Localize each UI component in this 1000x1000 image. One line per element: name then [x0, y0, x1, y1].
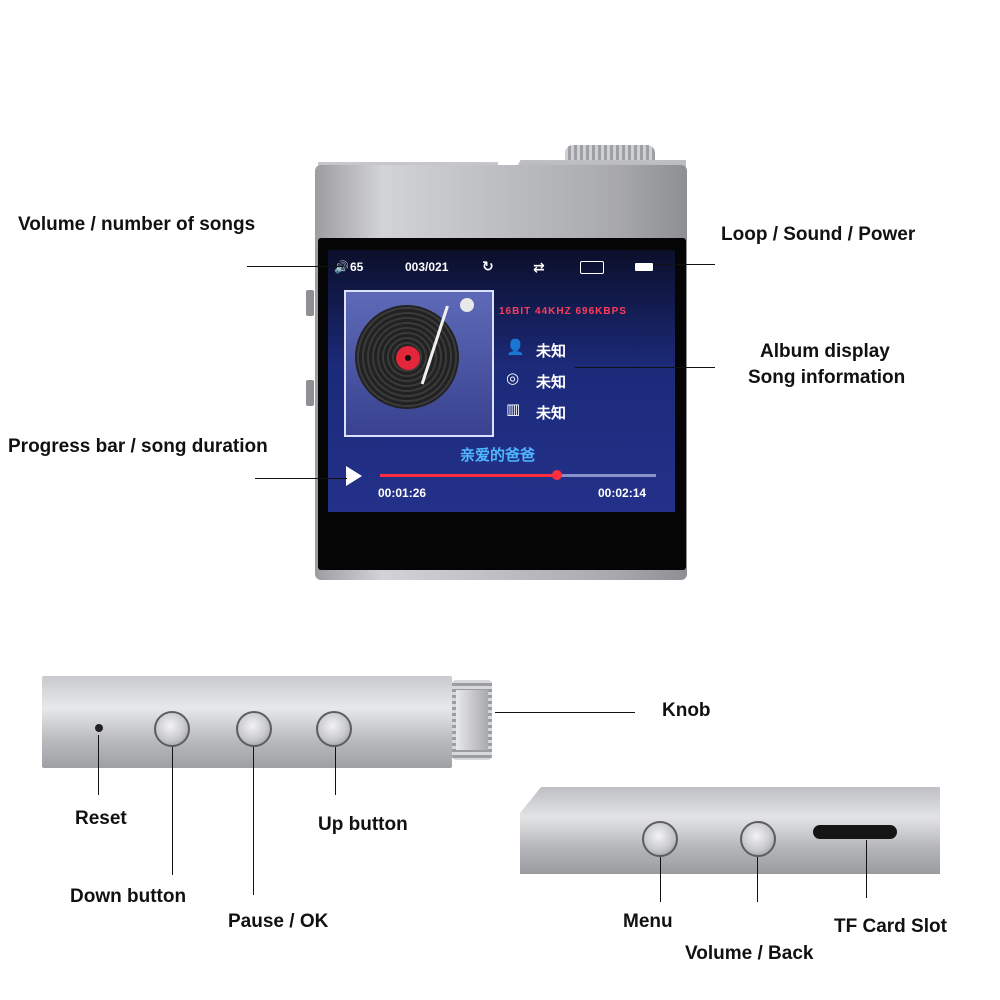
label-album-display: Album display — [760, 341, 890, 362]
leader-volume-back — [757, 857, 758, 902]
left-side-button — [306, 290, 314, 316]
battery-icon — [635, 263, 653, 271]
reset-hole[interactable] — [95, 724, 103, 732]
leader-up — [335, 747, 336, 795]
leader-album — [575, 367, 715, 368]
label-reset: Reset — [75, 808, 127, 829]
volume-value: 65 — [350, 260, 364, 274]
label-progress-duration: Progress bar / song duration — [8, 436, 268, 457]
label-up-button: Up button — [318, 814, 408, 835]
total-duration: 00:02:14 — [598, 486, 647, 500]
leader-down — [172, 747, 173, 875]
label-knob: Knob — [662, 700, 711, 721]
tf-card-slot[interactable] — [813, 825, 897, 839]
label-song-information: Song information — [748, 367, 906, 388]
track-counter: 003/021 — [405, 260, 449, 274]
progress-fill — [380, 474, 557, 477]
audio-spec: 16BIT 44KHZ 696KBPS — [499, 306, 627, 317]
leader-reset — [98, 735, 99, 795]
leader-tf-slot — [866, 840, 867, 898]
leader-loop — [655, 264, 715, 265]
label-volume-back: Volume / Back — [685, 943, 814, 964]
left-side-button-2 — [306, 380, 314, 406]
loop-icon: ↻ — [482, 258, 494, 274]
shuffle-icon: ⇄ — [533, 259, 545, 275]
leader-progress — [255, 478, 347, 479]
tonearm-pivot — [460, 298, 474, 312]
label-pause-ok: Pause / OK — [228, 911, 329, 932]
volume-back-button[interactable] — [740, 821, 776, 857]
label-volume-songs: Volume / number of songs — [18, 214, 256, 235]
menu-button[interactable] — [642, 821, 678, 857]
speaker-icon: 🔊 — [334, 260, 349, 274]
artist-name: 未知 — [536, 343, 567, 360]
label-loop-sound-power: Loop / Sound / Power — [721, 224, 916, 245]
leader-volume — [247, 266, 343, 267]
down-button[interactable] — [154, 711, 190, 747]
genre-name: 未知 — [536, 405, 567, 422]
album-name: 未知 — [536, 374, 567, 391]
up-button[interactable] — [316, 711, 352, 747]
play-icon[interactable] — [346, 466, 362, 486]
leader-menu — [660, 857, 661, 902]
knob-cap — [456, 690, 488, 750]
label-down-button: Down button — [70, 886, 187, 907]
vinyl-hole — [405, 355, 411, 361]
leader-knob — [495, 712, 635, 713]
pause-ok-button[interactable] — [236, 711, 272, 747]
progress-handle[interactable] — [552, 470, 562, 480]
artist-icon: 👤 — [506, 339, 525, 356]
sound-eq-icon — [580, 261, 604, 274]
elapsed-time: 00:01:26 — [378, 486, 427, 500]
leader-pause — [253, 747, 254, 895]
song-title: 亲爱的爸爸 — [460, 447, 536, 464]
label-tf-card-slot: TF Card Slot — [834, 916, 947, 937]
label-menu: Menu — [623, 911, 673, 932]
genre-icon: ▥ — [506, 401, 521, 418]
album-icon: ◎ — [506, 370, 520, 387]
